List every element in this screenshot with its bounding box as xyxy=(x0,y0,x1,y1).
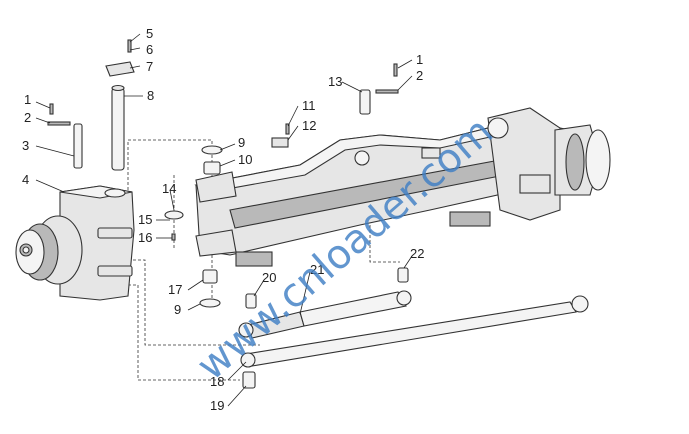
callout-22: 22 xyxy=(410,246,424,261)
callout-18: 18 xyxy=(210,374,224,389)
callout-6: 6 xyxy=(146,42,153,57)
beam-arm-hardware xyxy=(164,145,237,308)
callout-11: 11 xyxy=(302,98,316,113)
callout-3: 3 xyxy=(22,138,29,153)
callout-8: 8 xyxy=(147,88,154,103)
steering-knuckle-assembly xyxy=(15,185,135,301)
callout-12: 12 xyxy=(302,118,316,133)
right-hub-assembly xyxy=(487,107,611,221)
callout-1-left: 1 xyxy=(24,92,31,107)
callout-2-left: 2 xyxy=(24,110,31,125)
callout-numbers: 5 6 7 8 1 2 3 4 9 10 11 12 13 1 2 14 15 … xyxy=(22,26,424,413)
axle-beam xyxy=(194,119,571,267)
callout-7: 7 xyxy=(146,59,153,74)
callout-9-top: 9 xyxy=(238,135,245,150)
leader-lines xyxy=(35,33,413,407)
callout-9-bottom: 9 xyxy=(174,302,181,317)
callout-17: 17 xyxy=(168,282,182,297)
steering-cylinder xyxy=(238,267,412,339)
callout-14: 14 xyxy=(162,181,176,196)
callout-5: 5 xyxy=(146,26,153,41)
callout-2-right: 2 xyxy=(416,68,423,83)
callout-20: 20 xyxy=(262,270,276,285)
callout-4: 4 xyxy=(22,172,29,187)
callout-21: 21 xyxy=(310,262,324,277)
callout-15: 15 xyxy=(138,212,152,227)
callout-16: 16 xyxy=(138,230,152,245)
callout-10: 10 xyxy=(238,152,252,167)
tie-rod xyxy=(240,63,589,389)
callout-1-right: 1 xyxy=(416,52,423,67)
callout-19: 19 xyxy=(210,398,224,413)
king-pin-parts xyxy=(47,39,135,171)
callout-13: 13 xyxy=(328,74,342,89)
